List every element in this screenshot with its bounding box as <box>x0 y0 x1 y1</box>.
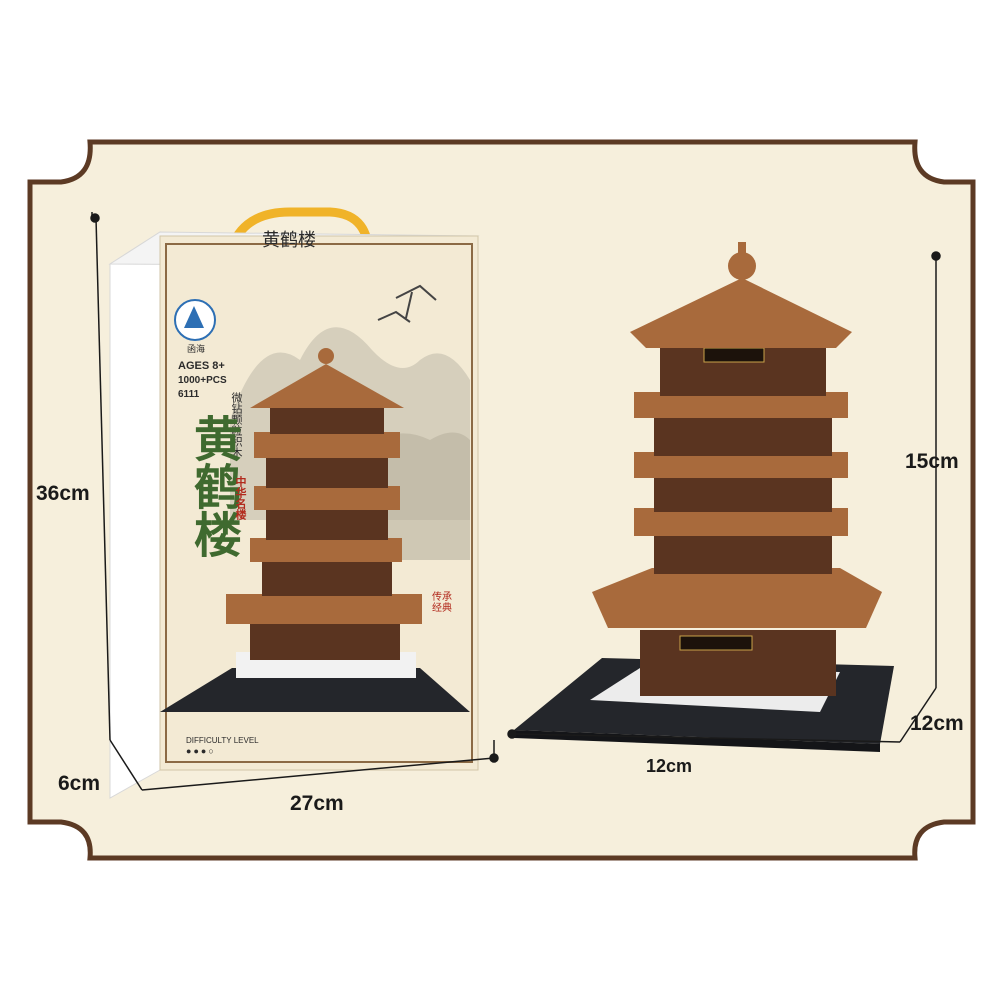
box-subtitle: 微钻颗粒积木 <box>230 392 243 458</box>
box-side <box>109 231 161 799</box>
difficulty-dot: ● <box>193 746 201 756</box>
lower-plaque <box>679 635 753 651</box>
ages-label: AGES 8+ <box>178 360 225 372</box>
box-width-label: 27cm <box>290 792 344 815</box>
model-depth-label: 12cm <box>910 712 964 735</box>
difficulty-dot: ○ <box>208 746 216 756</box>
model-height-label: 15cm <box>905 450 959 473</box>
box-cranes <box>377 284 437 323</box>
box-tower-image <box>160 348 470 712</box>
difficulty-dot: ● <box>200 746 209 756</box>
model-width-label: 12cm <box>646 756 693 776</box>
box-height-label: 36cm <box>36 482 90 505</box>
product-box <box>108 207 480 799</box>
brand-name: 函海 <box>187 344 206 354</box>
difficulty-dots: ●●●○ <box>186 746 216 756</box>
box-tagline: 中华名楼 <box>234 476 246 520</box>
upper-plaque <box>703 347 765 363</box>
model-number: 6111 <box>178 389 200 400</box>
handle-text: 黄鹤楼 <box>262 230 316 251</box>
box-title: 黄鹤楼 <box>185 414 241 558</box>
box-depth-label: 6cm <box>58 772 101 795</box>
pieces-label: 1000+PCS <box>178 375 227 386</box>
difficulty-label: DIFFICULTY LEVEL <box>186 736 259 745</box>
box-seal: 传承经典 <box>432 592 452 614</box>
dimension-lines <box>90 212 941 791</box>
difficulty-dot: ● <box>186 746 194 756</box>
